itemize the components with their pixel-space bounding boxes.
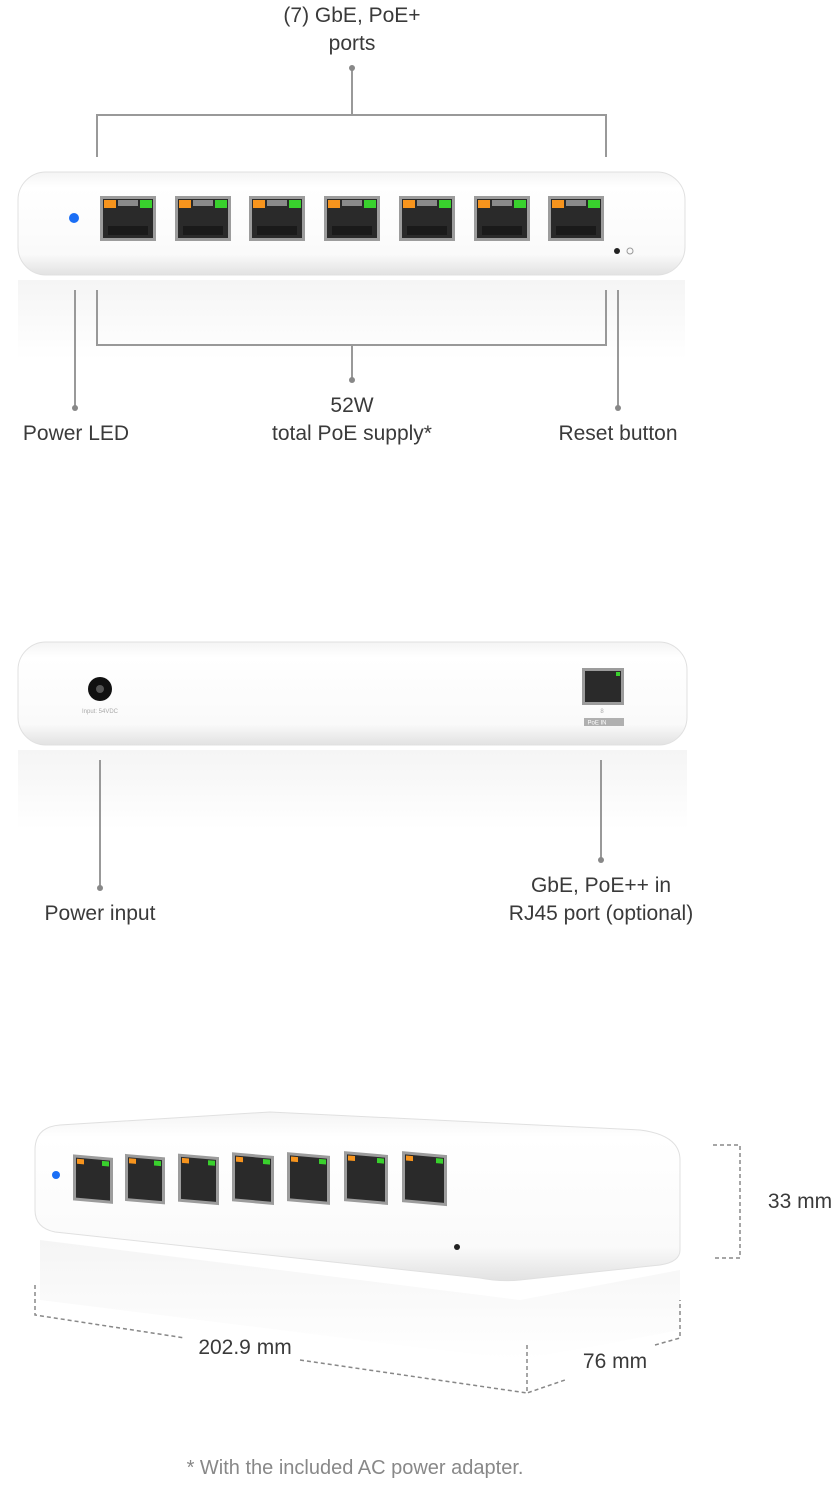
perspective-device <box>34 1111 681 1360</box>
svg-text:8: 8 <box>600 709 604 715</box>
rear-device: Input: 54VDC 8 PoE IN <box>17 641 688 830</box>
front-ports <box>100 196 604 241</box>
footnote: * With the included AC power adapter. <box>186 1457 524 1479</box>
width-dimension: 202.9 mm <box>198 1336 292 1359</box>
power-led-label: Power LED <box>22 422 130 445</box>
reset-button-icon <box>614 248 620 254</box>
ports-label: (7) GbE, PoE+ports <box>283 4 421 55</box>
input-print: Input: 54VDC <box>82 709 119 715</box>
perspective-ports <box>73 1151 447 1207</box>
front-device <box>17 171 686 360</box>
reset-button-label: Reset button <box>558 422 678 445</box>
depth-dimension: 76 mm <box>582 1350 648 1373</box>
svg-text:PoE IN: PoE IN <box>587 721 606 727</box>
height-dimension: 33 mm <box>767 1190 833 1213</box>
front-callout-lines <box>74 68 619 408</box>
power-input-label: Power input <box>44 902 156 925</box>
power-led-icon <box>69 213 79 223</box>
dimension-lines <box>34 1144 741 1395</box>
